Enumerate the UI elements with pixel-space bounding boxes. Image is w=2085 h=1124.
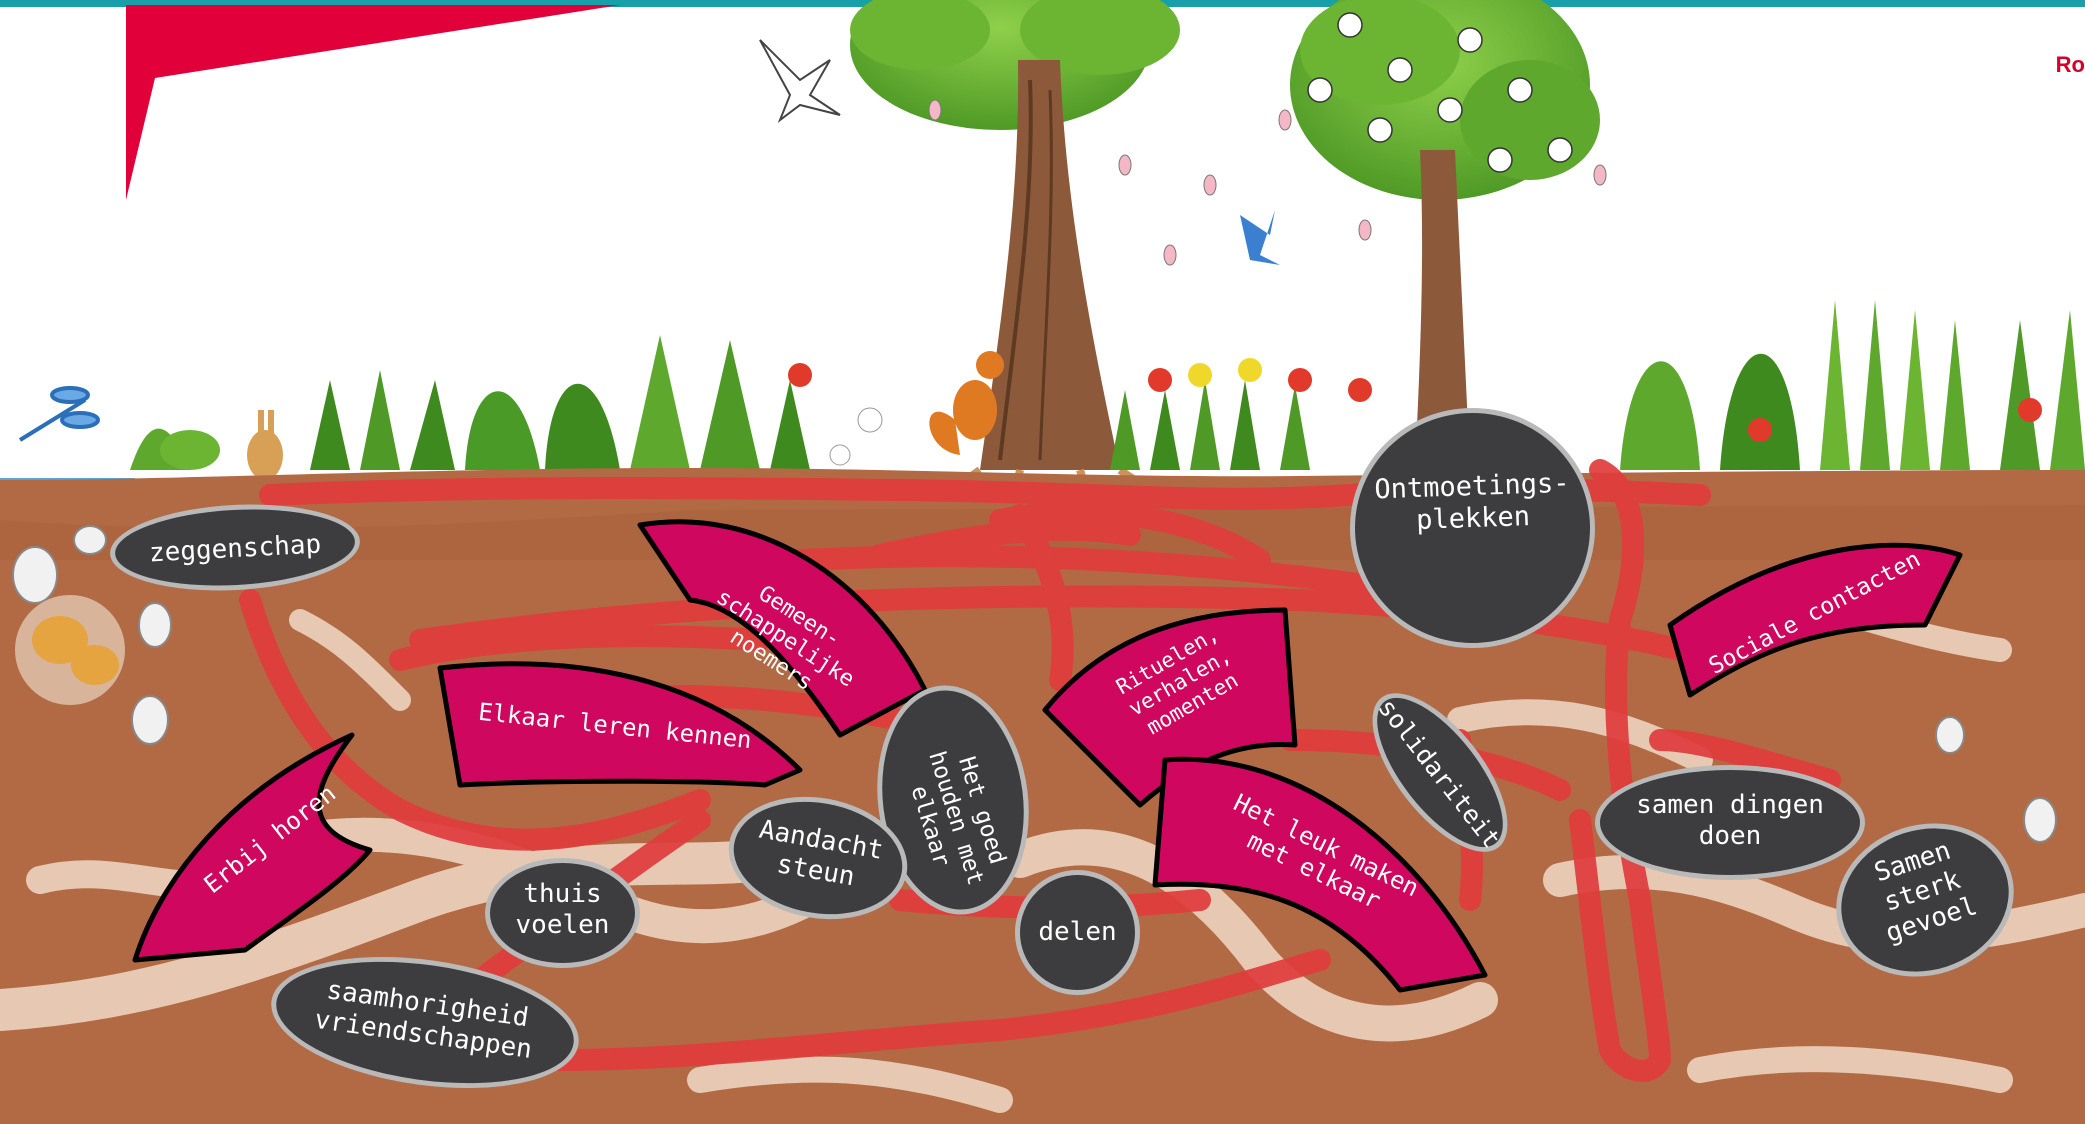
oval-label-samen-dingen-doen: samen dingen doen (1636, 790, 1824, 851)
oval-ontmoetingsplekken: Ontmoetings- plekken (1350, 408, 1595, 648)
oval-thuis-voelen: thuis voelen (485, 858, 640, 968)
plant-row (130, 300, 2085, 470)
oval-samen-dingen-doen: samen dingen doen (1595, 765, 1865, 880)
arc-shape-sociale-contacten (1667, 542, 1963, 698)
dragonfly (18, 386, 100, 442)
squirrel (929, 351, 1004, 455)
red-flag-shape (126, 5, 620, 200)
rabbit (247, 410, 283, 480)
arc-shape-elkaar-leren-kennen (437, 661, 803, 788)
flowers (788, 358, 2042, 466)
stones (12, 525, 2057, 843)
oval-label-ontmoetingsplekken: Ontmoetings- plekken (1373, 467, 1570, 536)
butterfly (1240, 210, 1280, 265)
bird (759, 39, 841, 123)
arc-shape-erbij-horen (132, 732, 373, 963)
burrow-rabbits (15, 595, 125, 705)
tree-right (1290, 0, 1600, 470)
oval-delen: delen (1015, 870, 1140, 995)
arc-shape-gemeenschappelijke (637, 519, 928, 738)
oval-label-thuis-voelen: thuis voelen (515, 879, 610, 940)
oval-label-aandacht-steun: Aandacht steun (756, 814, 886, 893)
brand-text: Ro (2055, 52, 2085, 77)
oval-label-delen: delen (1038, 917, 1117, 947)
oval-label-zeggenschap: zeggenschap (148, 529, 322, 569)
arc-shapes (132, 519, 1963, 993)
arc-shape-het-leuk-maken (1152, 756, 1488, 993)
frog (160, 430, 220, 470)
